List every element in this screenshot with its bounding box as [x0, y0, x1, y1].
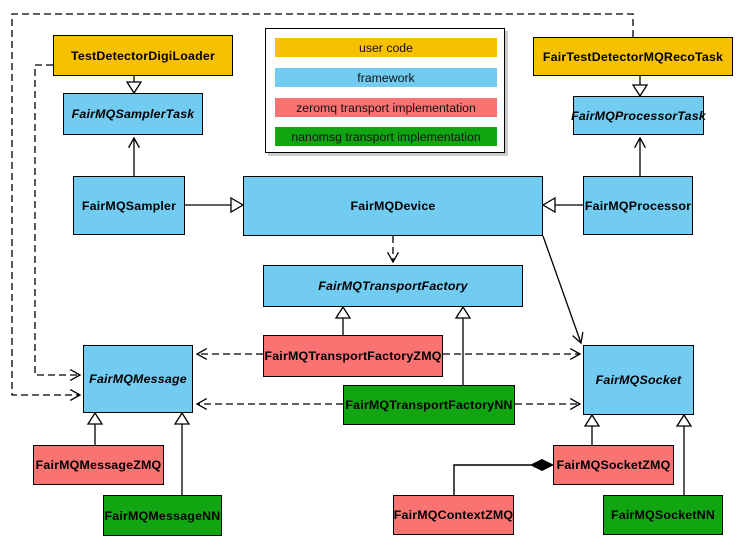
- edge-sampler-device: [185, 196, 245, 214]
- inheritance-edges: [86, 76, 693, 495]
- legend-item-user-code: user code: [275, 38, 497, 57]
- class-fairmqprocessor: FairMQProcessor: [583, 176, 693, 235]
- edge-socketzmq-socket: [583, 413, 601, 445]
- class-fairtestdetectormqrecotask: FairTestDetectorMQRecoTask: [533, 37, 733, 76]
- class-fairmqsampler: FairMQSampler: [73, 176, 185, 235]
- class-fairmqmessagenn: FairMQMessageNN: [103, 495, 222, 536]
- legend-item-zeromq: zeromq transport implementation: [275, 98, 497, 117]
- class-fairmqmessage: FairMQMessage: [83, 345, 193, 413]
- class-fairmqsamplertask: FairMQSamplerTask: [63, 93, 203, 135]
- class-fairmqtransportfactory: FairMQTransportFactory: [263, 265, 523, 307]
- class-fairmqprocessortask: FairMQProcessorTask: [571, 96, 706, 135]
- edge-device-socket: [542, 235, 584, 345]
- edge-socketnn-socket: [675, 413, 693, 495]
- class-fairmqtransportfactorynn: FairMQTransportFactoryNN: [343, 385, 515, 425]
- edge-processor-device: [541, 196, 583, 214]
- class-testdetectordigiloader: TestDetectorDigiLoader: [53, 35, 233, 76]
- class-fairmqmessagezmq: FairMQMessageZMQ: [33, 445, 164, 485]
- edge-recotask-message: [11, 13, 634, 401]
- dependency-edges: [11, 13, 634, 410]
- class-fairmqcontextzmq: FairMQContextZMQ: [393, 495, 514, 535]
- edge-factoryzmq-factory: [334, 305, 352, 335]
- edge-recotask-processortask: [631, 76, 649, 98]
- edge-factorynn-factory: [454, 305, 472, 385]
- edge-digiloader-samplertask: [125, 76, 143, 95]
- class-fairmqdevice: FairMQDevice: [243, 176, 543, 236]
- class-fairmqsocket: FairMQSocket: [583, 345, 694, 415]
- edge-contextzmq-socketzmq: [453, 458, 555, 495]
- edge-messagenn-message: [173, 411, 191, 495]
- association-edges: [128, 136, 646, 345]
- legend-item-framework: framework: [275, 68, 497, 87]
- class-fairmqsocketnn: FairMQSocketNN: [603, 495, 723, 535]
- edge-messagezmq-message: [86, 411, 104, 445]
- class-fairmqtransportfactoryzmq: FairMQTransportFactoryZMQ: [263, 335, 443, 377]
- class-fairmqsocketzmq: FairMQSocketZMQ: [553, 445, 674, 485]
- legend: user code framework zeromq transport imp…: [265, 28, 505, 153]
- legend-item-nanomsg: nanomsg transport implementation: [275, 127, 497, 146]
